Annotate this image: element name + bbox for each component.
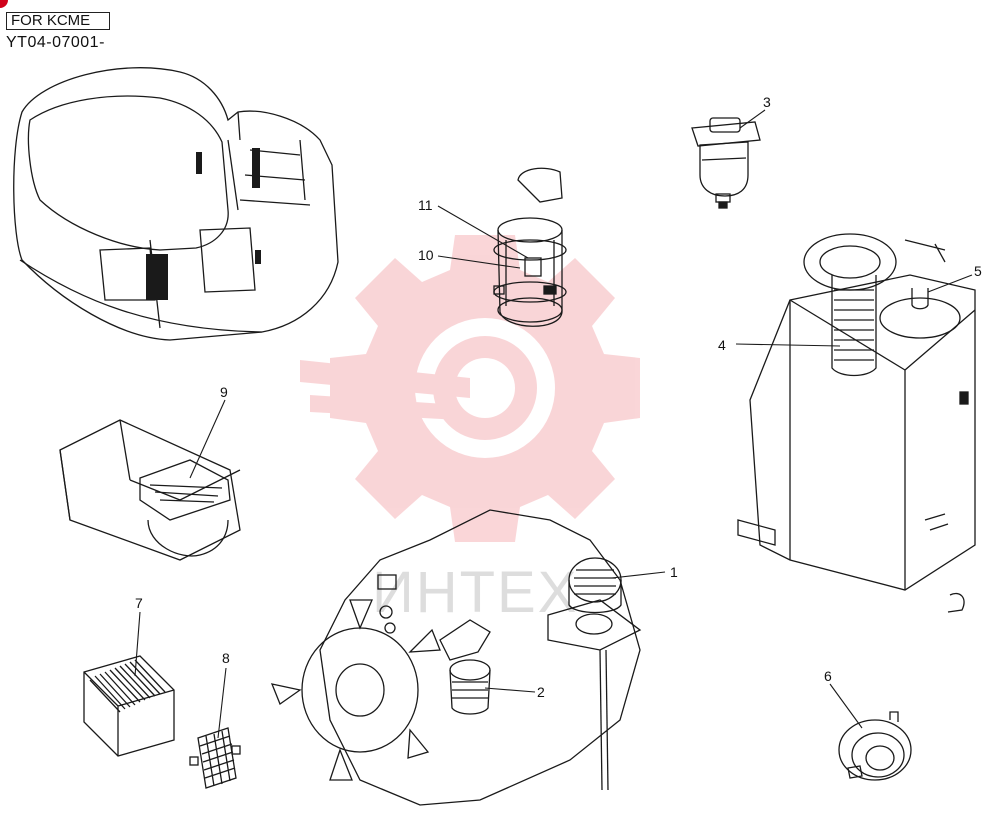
oil-cooler-part (59, 419, 241, 561)
callout-1: 1 (670, 564, 678, 580)
corner-marker (0, 0, 8, 8)
pulley-part (838, 711, 912, 781)
callout-2: 2 (537, 684, 545, 700)
callout-5: 5 (974, 263, 982, 279)
filter-element-part (83, 655, 175, 757)
callout-9: 9 (220, 384, 228, 400)
cab-assembly (13, 67, 339, 341)
callout-8: 8 (222, 650, 230, 666)
watermark-logo (300, 235, 640, 542)
air-cleaner-part (493, 167, 567, 327)
callout-7: 7 (135, 595, 143, 611)
callout-6: 6 (824, 668, 832, 684)
fuel-strainer-part (691, 117, 761, 209)
serial-code: YT04-07001- (6, 34, 105, 51)
callout-10: 10 (418, 247, 434, 263)
engine-part (270, 509, 642, 806)
screen-part (189, 727, 241, 789)
leader-lines (134, 109, 973, 739)
hydraulic-tank-part (737, 233, 976, 613)
callout-3: 3 (763, 94, 771, 110)
variant-label: FOR KCME (6, 12, 110, 30)
callout-11: 11 (418, 197, 433, 213)
watermark-text: ИНТЕХ (372, 560, 578, 625)
callout-numbers: 1 2 3 4 5 6 7 8 9 10 11 (135, 94, 982, 700)
callout-4: 4 (718, 337, 726, 353)
